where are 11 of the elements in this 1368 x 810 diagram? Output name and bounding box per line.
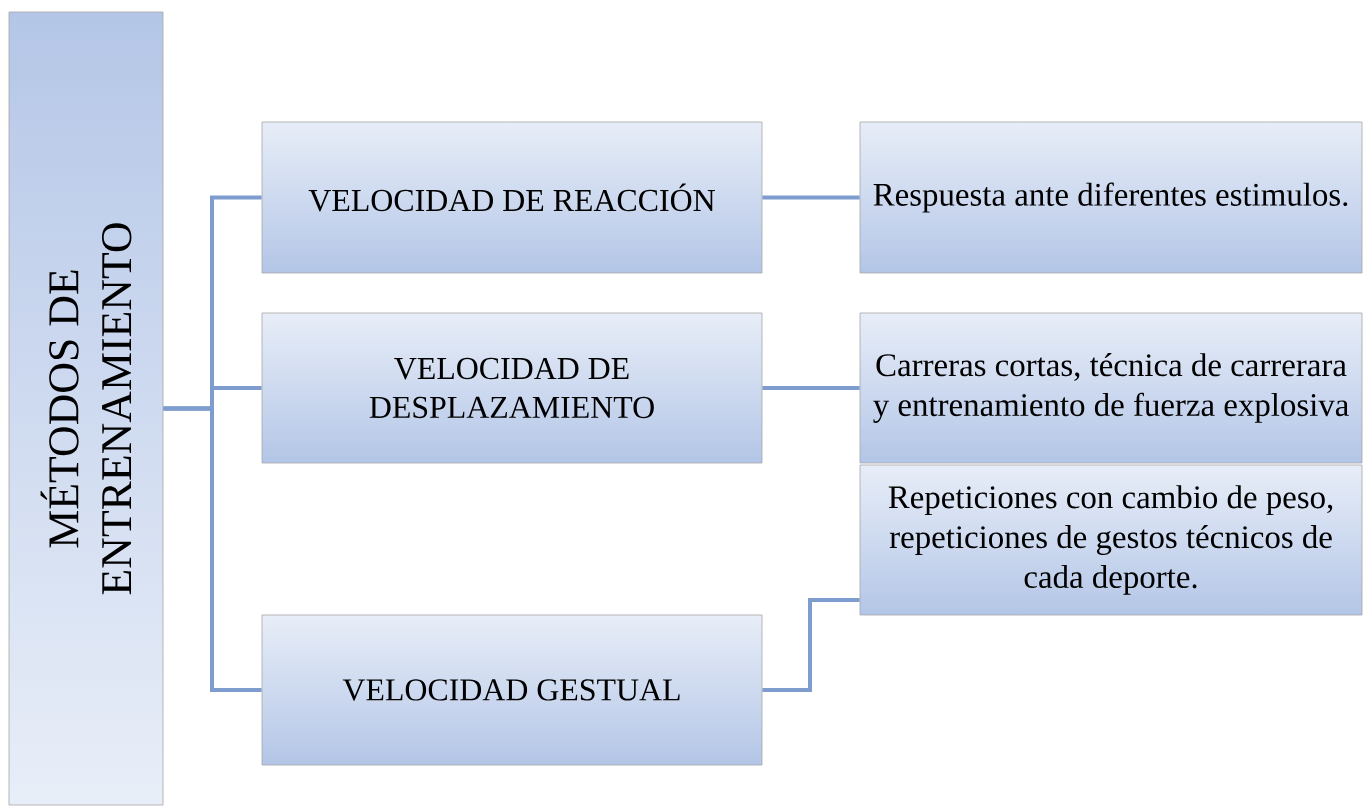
text-box: VELOCIDAD GESTUAL (261, 614, 763, 766)
text-box: MÉTODOS DE ENTRENAMIENTO (8, 11, 164, 806)
text-box: VELOCIDAD DE REACCIÓN (261, 121, 763, 274)
text-box: Carreras cortas, técnica de carrerara y entrenamiento de fuerza explosiva (859, 312, 1363, 464)
connector-line (163, 406, 262, 692)
text-box: Repeticiones con cambio de peso, repeticiones de gestos técnicos de cada deporte. (859, 464, 1363, 616)
connector-line (762, 598, 860, 692)
connector-line (762, 195, 860, 200)
text-box: VELOCIDAD DE DESPLAZAMIENTO (261, 312, 763, 464)
connector-line (762, 386, 860, 390)
text-box: Respuesta ante diferentes estimulos. (859, 121, 1363, 274)
